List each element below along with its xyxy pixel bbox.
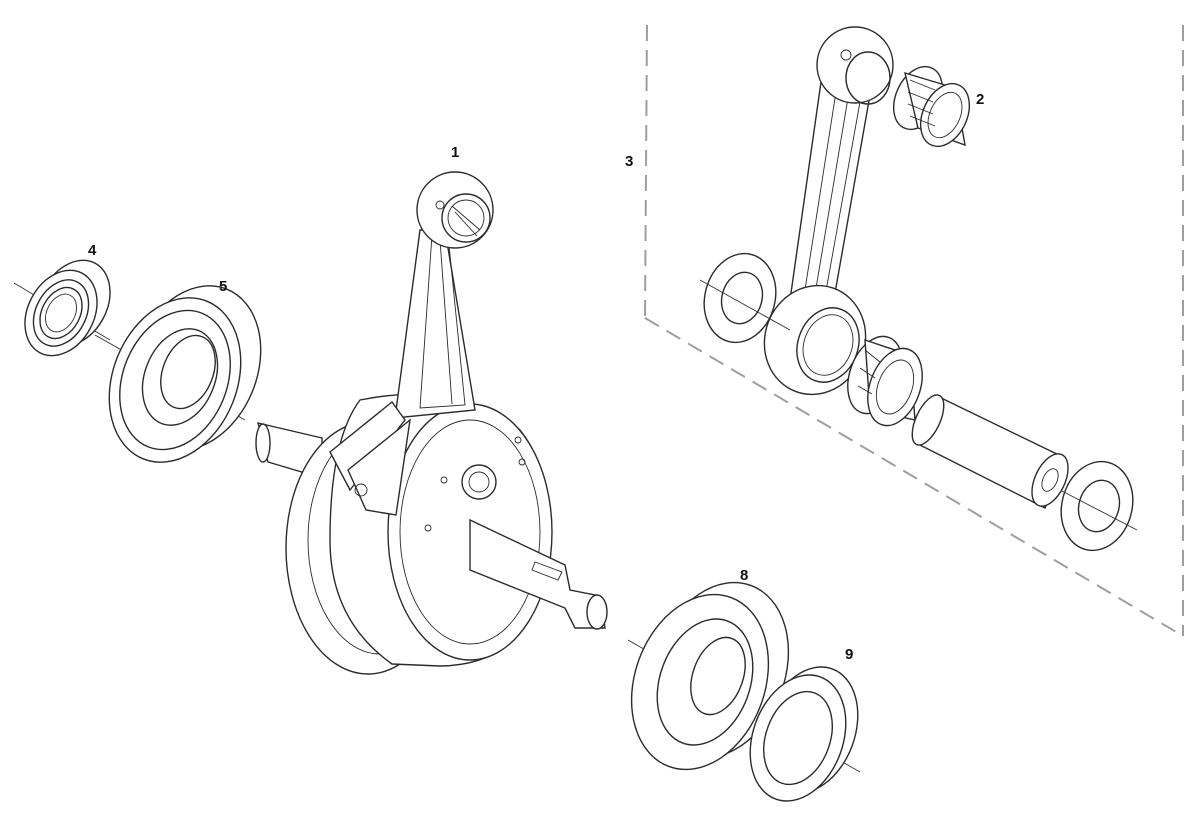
connecting-rod bbox=[763, 26, 894, 396]
callout-9: 9 bbox=[845, 646, 853, 663]
crank-spacer-ring bbox=[749, 666, 859, 802]
big-end-needle-bearing bbox=[847, 335, 923, 427]
subassembly-boundary bbox=[644, 24, 1184, 637]
crankshaft-assembly bbox=[255, 171, 608, 675]
crank-pin bbox=[911, 394, 1069, 509]
main-bearing-left bbox=[94, 285, 262, 463]
callout-1: 1 bbox=[451, 144, 459, 161]
callout-labels: 1 2 3 4 5 8 9 bbox=[88, 91, 984, 663]
thrust-washer-left bbox=[699, 252, 791, 344]
main-bearing-right bbox=[627, 581, 861, 773]
callout-2: 2 bbox=[976, 91, 984, 108]
callout-5: 5 bbox=[219, 278, 227, 295]
small-end-needle-bearing bbox=[892, 65, 971, 148]
thrust-washer-right bbox=[1059, 460, 1138, 552]
callout-8: 8 bbox=[740, 567, 748, 584]
callout-3: 3 bbox=[625, 153, 633, 170]
callout-4: 4 bbox=[88, 242, 97, 259]
oil-seal bbox=[13, 259, 111, 357]
